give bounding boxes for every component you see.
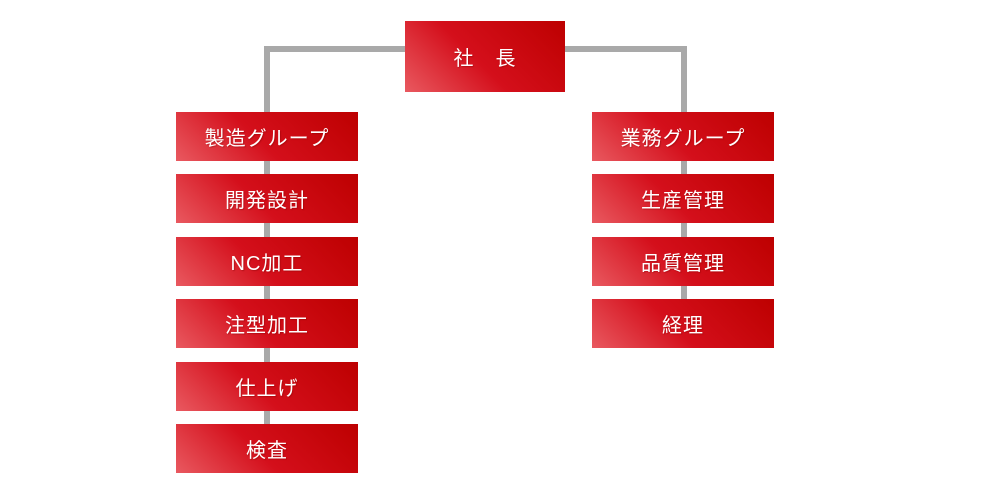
node-quality-control-label: 品質管理 <box>641 253 725 275</box>
node-quality-control: 品質管理 <box>592 237 774 286</box>
node-finishing: 仕上げ <box>176 362 358 411</box>
node-finishing-label: 仕上げ <box>235 378 299 400</box>
node-production-control: 生産管理 <box>592 174 774 223</box>
node-accounting-label: 経理 <box>662 315 704 337</box>
node-inspection-label: 検査 <box>246 440 288 462</box>
node-business-group-label: 業務グループ <box>620 128 746 150</box>
node-president: 社 長 <box>405 21 565 92</box>
node-nc-machining: NC加工 <box>176 237 358 286</box>
connector-horizontal-left <box>264 46 409 52</box>
node-president-label: 社 長 <box>453 48 517 70</box>
connector-horizontal-right <box>560 46 687 52</box>
node-nc-machining-label: NC加工 <box>230 253 304 275</box>
node-casting-label: 注型加工 <box>225 315 309 337</box>
node-accounting: 経理 <box>592 299 774 348</box>
node-development-design: 開発設計 <box>176 174 358 223</box>
node-inspection: 検査 <box>176 424 358 473</box>
node-manufacturing-group: 製造グループ <box>176 112 358 161</box>
node-casting: 注型加工 <box>176 299 358 348</box>
node-manufacturing-group-label: 製造グループ <box>204 128 330 150</box>
node-production-control-label: 生産管理 <box>641 190 725 212</box>
node-business-group: 業務グループ <box>592 112 774 161</box>
node-development-design-label: 開発設計 <box>225 190 309 212</box>
